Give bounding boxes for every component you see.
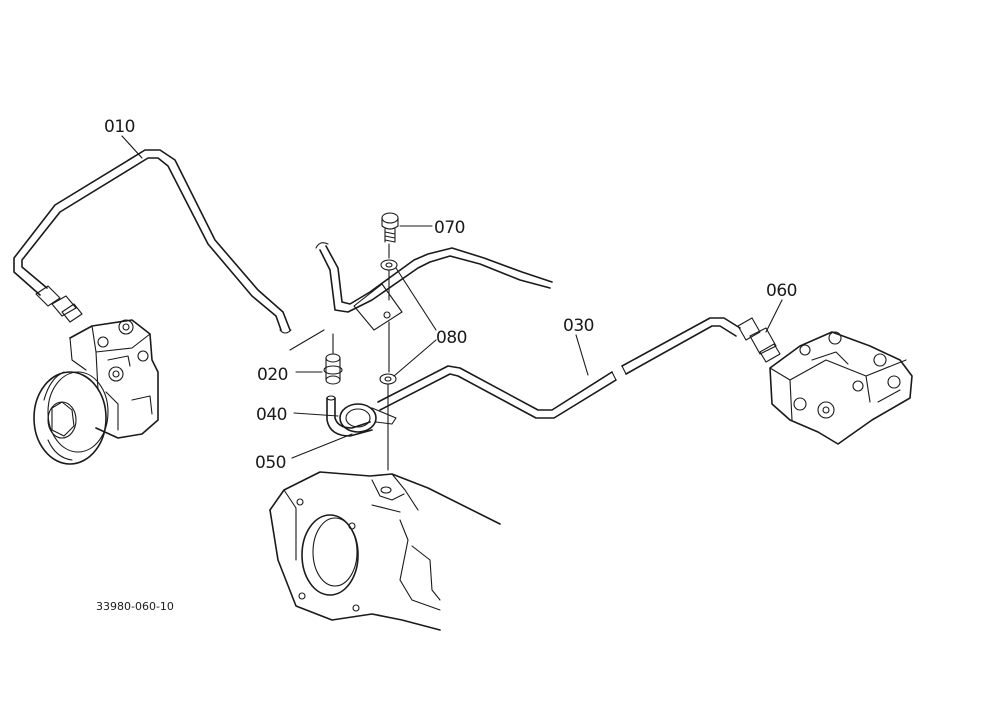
hose-040 — [326, 395, 373, 437]
pipe-010-fitting — [35, 285, 83, 323]
callout-070: 070 — [434, 218, 465, 238]
washer-080-upper — [380, 259, 398, 271]
callout-010: 010 — [104, 117, 135, 137]
assembly-lines — [289, 243, 390, 471]
pipe-010 — [13, 149, 292, 334]
clamp-050 — [339, 403, 397, 433]
bolt-070 — [381, 212, 399, 243]
mount-bracket — [353, 283, 403, 331]
callout-020: 020 — [257, 365, 288, 385]
callout-050: 050 — [255, 453, 286, 473]
callout-080: 080 — [436, 328, 467, 348]
fitting-060 — [737, 317, 781, 363]
washer-080-lower — [379, 373, 397, 385]
leader-lines — [121, 135, 783, 459]
upper-pipe — [315, 242, 553, 313]
control-valve-right — [769, 331, 913, 445]
grommet-020 — [323, 353, 343, 385]
callout-060: 060 — [766, 281, 797, 301]
callout-040: 040 — [256, 405, 287, 425]
hydraulic-pump-left — [33, 319, 159, 465]
pipe-030 — [377, 317, 741, 419]
callout-030: 030 — [563, 316, 594, 336]
drawing-code: 33980-060-10 — [96, 600, 174, 613]
transmission-case — [269, 471, 501, 631]
